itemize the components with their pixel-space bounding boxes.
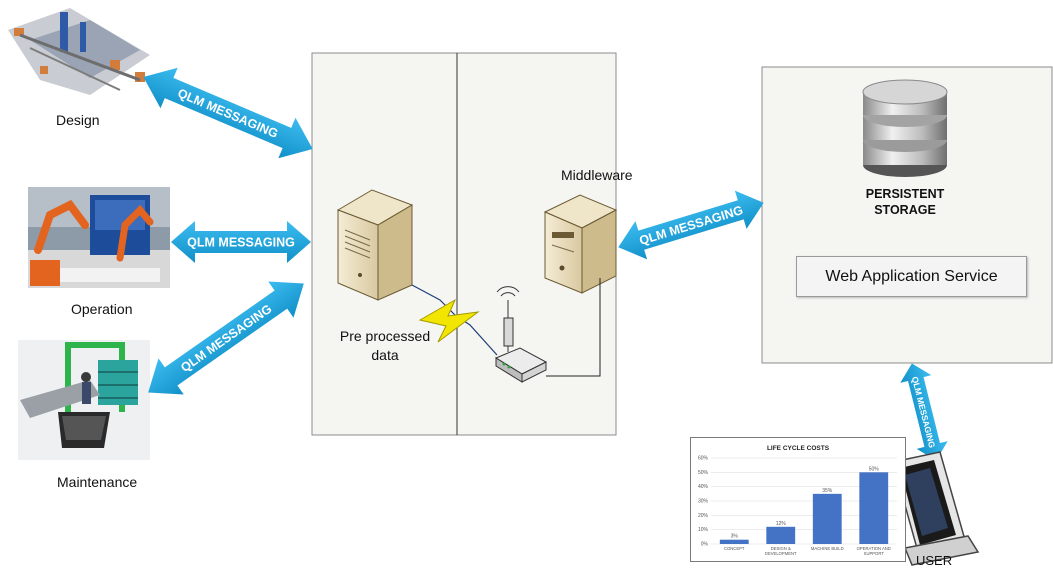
chart-title: LIFE CYCLE COSTS [767, 445, 830, 452]
maintenance-label: Maintenance [57, 474, 138, 490]
chart-category-label: CONCEPT [724, 546, 745, 551]
design-label: Design [56, 112, 100, 128]
persistent-storage-title: PERSISTENT STORAGE [855, 186, 955, 218]
database-icon [862, 79, 948, 177]
lightning-icon [418, 298, 480, 343]
chart-ytick-label: 60% [698, 456, 709, 462]
chart-data-label: 35% [822, 488, 833, 494]
user-label: USER [916, 553, 953, 568]
middleware-label: Middleware [561, 167, 633, 183]
life-cycle-costs-chart: LIFE CYCLE COSTS 0% 10% 20% 30% 40% 50% 60% 3%… [690, 437, 906, 562]
server-icon [336, 189, 414, 301]
operation-label: Operation [71, 301, 133, 317]
chart-data-label: 50% [869, 466, 880, 472]
chart-bar [812, 493, 842, 544]
chart-data-label: 3% [731, 534, 739, 540]
chart-ytick-label: 30% [698, 499, 709, 505]
arrow-design-label: QLM MESSAGING [176, 86, 281, 141]
storage-title-line2: STORAGE [874, 203, 936, 217]
web-application-service-box: Web Application Service [796, 256, 1027, 297]
router-icon [494, 286, 548, 383]
chart-ytick-label: 10% [698, 527, 709, 533]
maintenance-illustration [18, 340, 150, 460]
arrow-design: QLM MESSAGING [143, 67, 313, 159]
arrow-maintenance-label: QLM MESSAGING [178, 302, 274, 375]
arrow-middleware: QLM MESSAGING [618, 190, 764, 260]
chart-data-labels: 3% 12% 35% 50% [731, 466, 880, 539]
operation-illustration [28, 187, 170, 288]
storage-title-line1: PERSISTENT [865, 187, 945, 201]
chart-category-label: DESIGN &DEVELOPMENT [765, 546, 797, 556]
preprocessed-data-label: Pre processed data [339, 328, 431, 363]
chart-ytick-label: 50% [698, 470, 709, 476]
chart-category-label: MACHINE BUILD [811, 546, 844, 551]
middleware-server-icon [543, 194, 618, 294]
chart-xlabels: CONCEPT DESIGN &DEVELOPMENT MACHINE BUILD O… [724, 546, 891, 556]
chart-bars [719, 472, 889, 544]
chart-bar [859, 472, 889, 544]
design-illustration [8, 8, 150, 95]
arrow-middleware-label: QLM MESSAGING [638, 203, 745, 248]
chart-ytick-label: 20% [698, 513, 709, 519]
router-link-line [546, 278, 601, 377]
arrow-operation: QLM MESSAGING [171, 221, 311, 263]
chart-bar [766, 526, 796, 544]
chart-bar [719, 539, 749, 544]
chart-yticks: 0% 10% 20% 30% 40% 50% 60% [698, 456, 709, 548]
chart-ytick-label: 40% [698, 484, 709, 490]
arrow-operation-label: QLM MESSAGING [187, 236, 295, 250]
chart-data-label: 12% [776, 521, 787, 527]
chart-ytick-label: 0% [701, 542, 709, 548]
chart-svg: LIFE CYCLE COSTS 0% 10% 20% 30% 40% 50% 60% 3%… [698, 445, 897, 556]
monitor-icon [892, 451, 980, 566]
